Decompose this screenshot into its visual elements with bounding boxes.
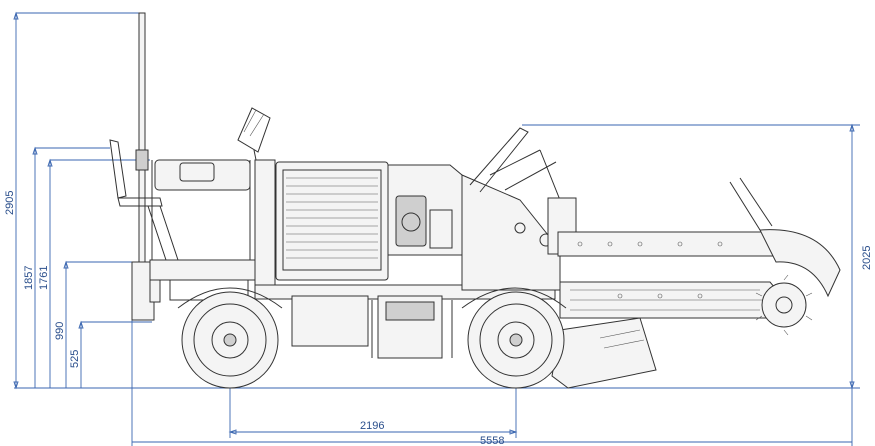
dim-1761: 1761 [38, 266, 50, 290]
crumber-shoe [551, 317, 657, 389]
dimension-lines [13, 11, 860, 446]
dim-990: 990 [54, 322, 66, 340]
lower-body [291, 295, 453, 359]
cutter-sprocket [755, 274, 813, 336]
chain-boom [559, 281, 786, 319]
trencher-machine [109, 12, 841, 389]
dimension-labels: 2905 1857 1761 990 525 2025 2196 5558 [4, 191, 873, 446]
fenders [177, 287, 567, 309]
digging-boom [557, 177, 841, 298]
operator-seat [109, 139, 251, 270]
dim-2905: 2905 [4, 191, 16, 215]
dim-525: 525 [69, 350, 81, 368]
dim-2196: 2196 [360, 420, 384, 432]
front-wheel [181, 291, 279, 389]
engine-hood [387, 164, 463, 290]
dim-5558: 5558 [480, 435, 504, 446]
rear-wheel [467, 291, 565, 389]
mast [131, 12, 155, 321]
dim-2025: 2025 [861, 246, 873, 270]
boom-mount [461, 174, 561, 291]
dim-1857: 1857 [23, 266, 35, 290]
engine-radiator [275, 161, 389, 281]
